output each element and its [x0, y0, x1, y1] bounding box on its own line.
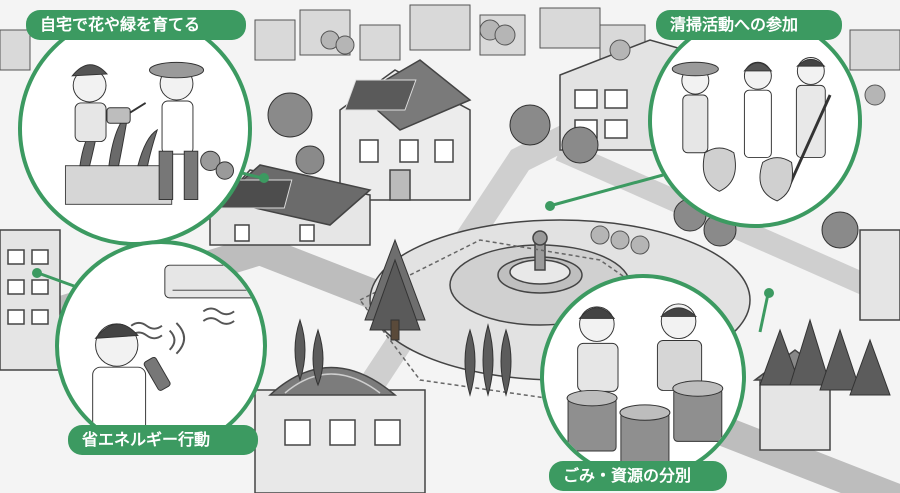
- solar-panel-icon: [344, 79, 417, 111]
- recycling-label: ごみ・資源の分別: [549, 461, 727, 491]
- trash-bin-icon: [566, 380, 724, 466]
- air-conditioner-icon: [164, 264, 257, 299]
- cleanup-bubble: [648, 14, 862, 228]
- gardening-bubble: [18, 12, 252, 246]
- fountain-icon: [497, 230, 583, 294]
- energy-bubble: [55, 240, 267, 452]
- energy-label: 省エネルギー行動: [68, 425, 258, 455]
- recycling-bubble: [540, 274, 746, 480]
- house-icon: [339, 59, 472, 201]
- remote-control-icon: [143, 356, 171, 391]
- watering-can-icon: [106, 102, 147, 124]
- cleanup-label: 清掃活動への参加: [656, 10, 842, 40]
- garbage-bag-icon: [702, 147, 793, 202]
- tree-icon: [364, 238, 426, 341]
- gardening-label: 自宅で花や緑を育てる: [26, 10, 246, 40]
